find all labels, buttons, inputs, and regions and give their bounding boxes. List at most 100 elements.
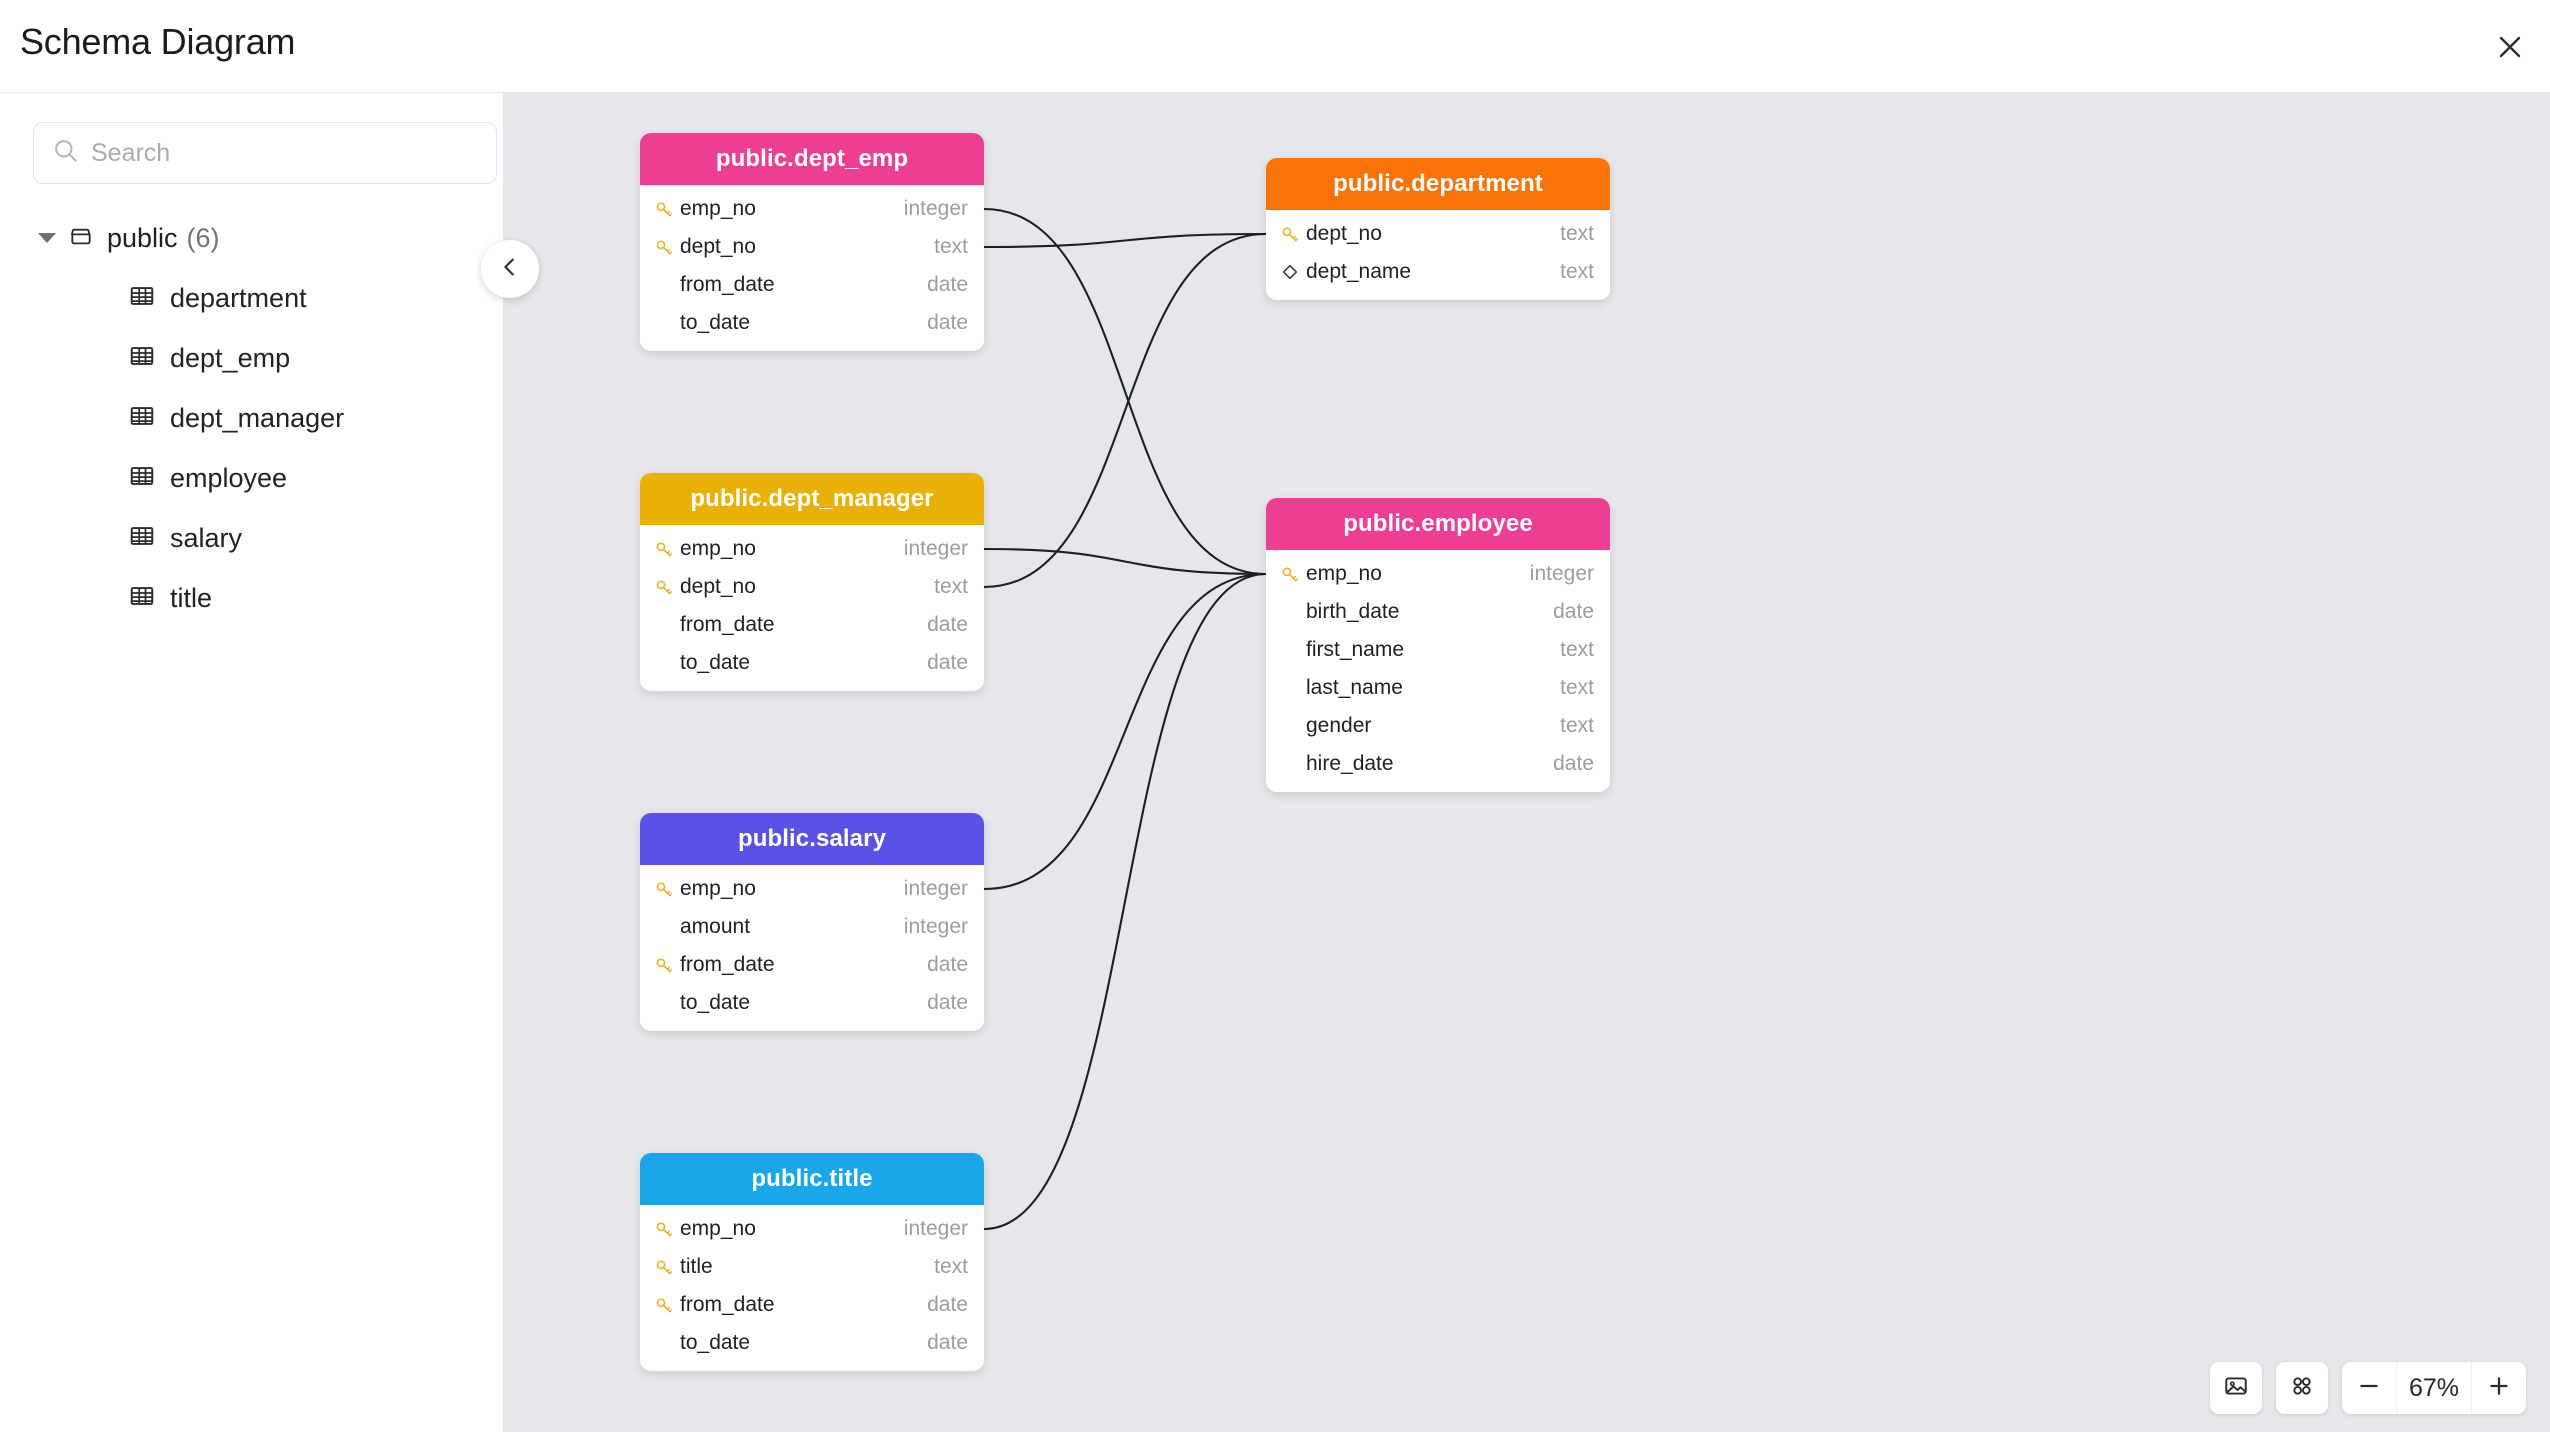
column-type: integer [903, 197, 968, 220]
column-name: emp_no [680, 537, 756, 560]
table-node-header[interactable]: public.department [1266, 158, 1610, 210]
column-row-amount[interactable]: amount integer [640, 908, 984, 946]
column-row-emp_no[interactable]: emp_no integer [1266, 555, 1610, 593]
table-node-salary[interactable]: public.salary emp_no integer amount inte… [640, 813, 984, 1031]
search-input[interactable] [91, 138, 478, 168]
tree-item-employee[interactable]: employee [0, 448, 504, 508]
column-row-to_date[interactable]: to_date date [640, 984, 984, 1022]
column-name: last_name [1306, 676, 1403, 699]
column-row-from_date[interactable]: from_date date [640, 1286, 984, 1324]
grid-apps-icon [2289, 1373, 2315, 1404]
column-type: date [1553, 600, 1594, 623]
column-row-emp_no[interactable]: emp_no integer [640, 190, 984, 228]
tree-item-label: salary [170, 522, 243, 553]
zoom-out-button[interactable] [2342, 1362, 2396, 1414]
column-row-first_name[interactable]: first_name text [1266, 631, 1610, 669]
tree-node-public[interactable]: public (6) [0, 208, 504, 268]
table-node-department[interactable]: public.department dept_no text dept_name… [1266, 158, 1610, 300]
table-node-dept_emp[interactable]: public.dept_emp emp_no integer dept_no t… [640, 133, 984, 351]
auto-layout-button[interactable] [2276, 1362, 2328, 1414]
column-row-last_name[interactable]: last_name text [1266, 669, 1610, 707]
image-icon [2223, 1373, 2249, 1404]
column-row-emp_no[interactable]: emp_no integer [640, 1210, 984, 1248]
column-name: dept_no [680, 235, 756, 258]
table-node-header[interactable]: public.employee [1266, 498, 1610, 550]
column-row-gender[interactable]: gender text [1266, 707, 1610, 745]
table-node-header[interactable]: public.salary [640, 813, 984, 865]
column-name: dept_no [1306, 222, 1382, 245]
table-icon [128, 522, 156, 555]
column-type: date [927, 1331, 968, 1354]
column-type: date [1553, 752, 1594, 775]
sidebar-collapse-button[interactable] [481, 240, 539, 298]
primary-key-icon [654, 879, 680, 899]
table-node-dept_manager[interactable]: public.dept_manager emp_no integer dept_… [640, 473, 984, 691]
tree-item-dept_manager[interactable]: dept_manager [0, 388, 504, 448]
database-icon [68, 223, 94, 254]
column-row-dept_no[interactable]: dept_no text [1266, 215, 1610, 253]
tree-item-department[interactable]: department [0, 268, 504, 328]
column-type: text [1560, 714, 1594, 737]
column-name: title [680, 1255, 713, 1278]
column-row-from_date[interactable]: from_date date [640, 946, 984, 984]
column-name: from_date [680, 273, 775, 296]
column-row-title[interactable]: title text [640, 1248, 984, 1286]
table-node-header[interactable]: public.dept_manager [640, 473, 984, 525]
tree-item-dept_emp[interactable]: dept_emp [0, 328, 504, 388]
column-type: integer [1529, 562, 1594, 585]
column-type: date [927, 953, 968, 976]
column-row-hire_date[interactable]: hire_date date [1266, 745, 1610, 783]
column-row-to_date[interactable]: to_date date [640, 1324, 984, 1362]
search-box[interactable] [33, 122, 497, 184]
page-title: Schema Diagram [20, 21, 296, 62]
caret-down-icon[interactable] [38, 233, 56, 243]
column-row-from_date[interactable]: from_date date [640, 266, 984, 304]
column-name: emp_no [680, 197, 756, 220]
table-node-title: public.dept_emp [715, 145, 909, 172]
column-type: text [934, 575, 968, 598]
column-row-from_date[interactable]: from_date date [640, 606, 984, 644]
table-node-header[interactable]: public.dept_emp [640, 133, 984, 185]
primary-key-icon [654, 1257, 680, 1277]
column-name: emp_no [680, 877, 756, 900]
table-node-columns: emp_no integer title text from_date date… [640, 1205, 984, 1371]
column-row-dept_no[interactable]: dept_no text [640, 228, 984, 266]
column-row-dept_name[interactable]: dept_name text [1266, 253, 1610, 291]
column-type: text [934, 235, 968, 258]
column-row-dept_no[interactable]: dept_no text [640, 568, 984, 606]
table-node-employee[interactable]: public.employee emp_no integer birth_dat… [1266, 498, 1610, 792]
zoom-in-button[interactable] [2472, 1362, 2526, 1414]
window-header: Schema Diagram [0, 0, 2550, 93]
primary-key-icon [654, 1219, 680, 1239]
column-type: text [1560, 638, 1594, 661]
diagram-canvas[interactable]: public.dept_emp emp_no integer dept_no t… [504, 93, 2550, 1432]
tree-item-label: dept_emp [170, 342, 291, 373]
column-name: emp_no [680, 1217, 756, 1240]
column-row-to_date[interactable]: to_date date [640, 304, 984, 342]
table-node-header[interactable]: public.title [640, 1153, 984, 1205]
canvas-toolbar: 67% [2210, 1362, 2526, 1414]
column-row-emp_no[interactable]: emp_no integer [640, 530, 984, 568]
table-node-columns: emp_no integer amount integer from_date … [640, 865, 984, 1031]
primary-key-icon [654, 577, 680, 597]
table-node-title[interactable]: public.title emp_no integer title text f… [640, 1153, 984, 1371]
primary-key-icon [654, 955, 680, 975]
column-row-to_date[interactable]: to_date date [640, 644, 984, 682]
export-image-button[interactable] [2210, 1362, 2262, 1414]
column-row-birth_date[interactable]: birth_date date [1266, 593, 1610, 631]
tree-item-label: title [170, 582, 213, 613]
close-icon[interactable] [2488, 25, 2532, 69]
column-type: integer [903, 877, 968, 900]
tree-item-title[interactable]: title [0, 568, 504, 628]
table-icon [128, 342, 156, 375]
column-name: from_date [680, 953, 775, 976]
column-row-emp_no[interactable]: emp_no integer [640, 870, 984, 908]
zoom-level-label[interactable]: 67% [2396, 1362, 2472, 1414]
minus-icon [2356, 1373, 2382, 1404]
table-node-columns: emp_no integer dept_no text from_date da… [640, 525, 984, 691]
table-icon [128, 282, 156, 315]
column-type: text [934, 1255, 968, 1278]
tree-item-salary[interactable]: salary [0, 508, 504, 568]
column-type: integer [903, 537, 968, 560]
